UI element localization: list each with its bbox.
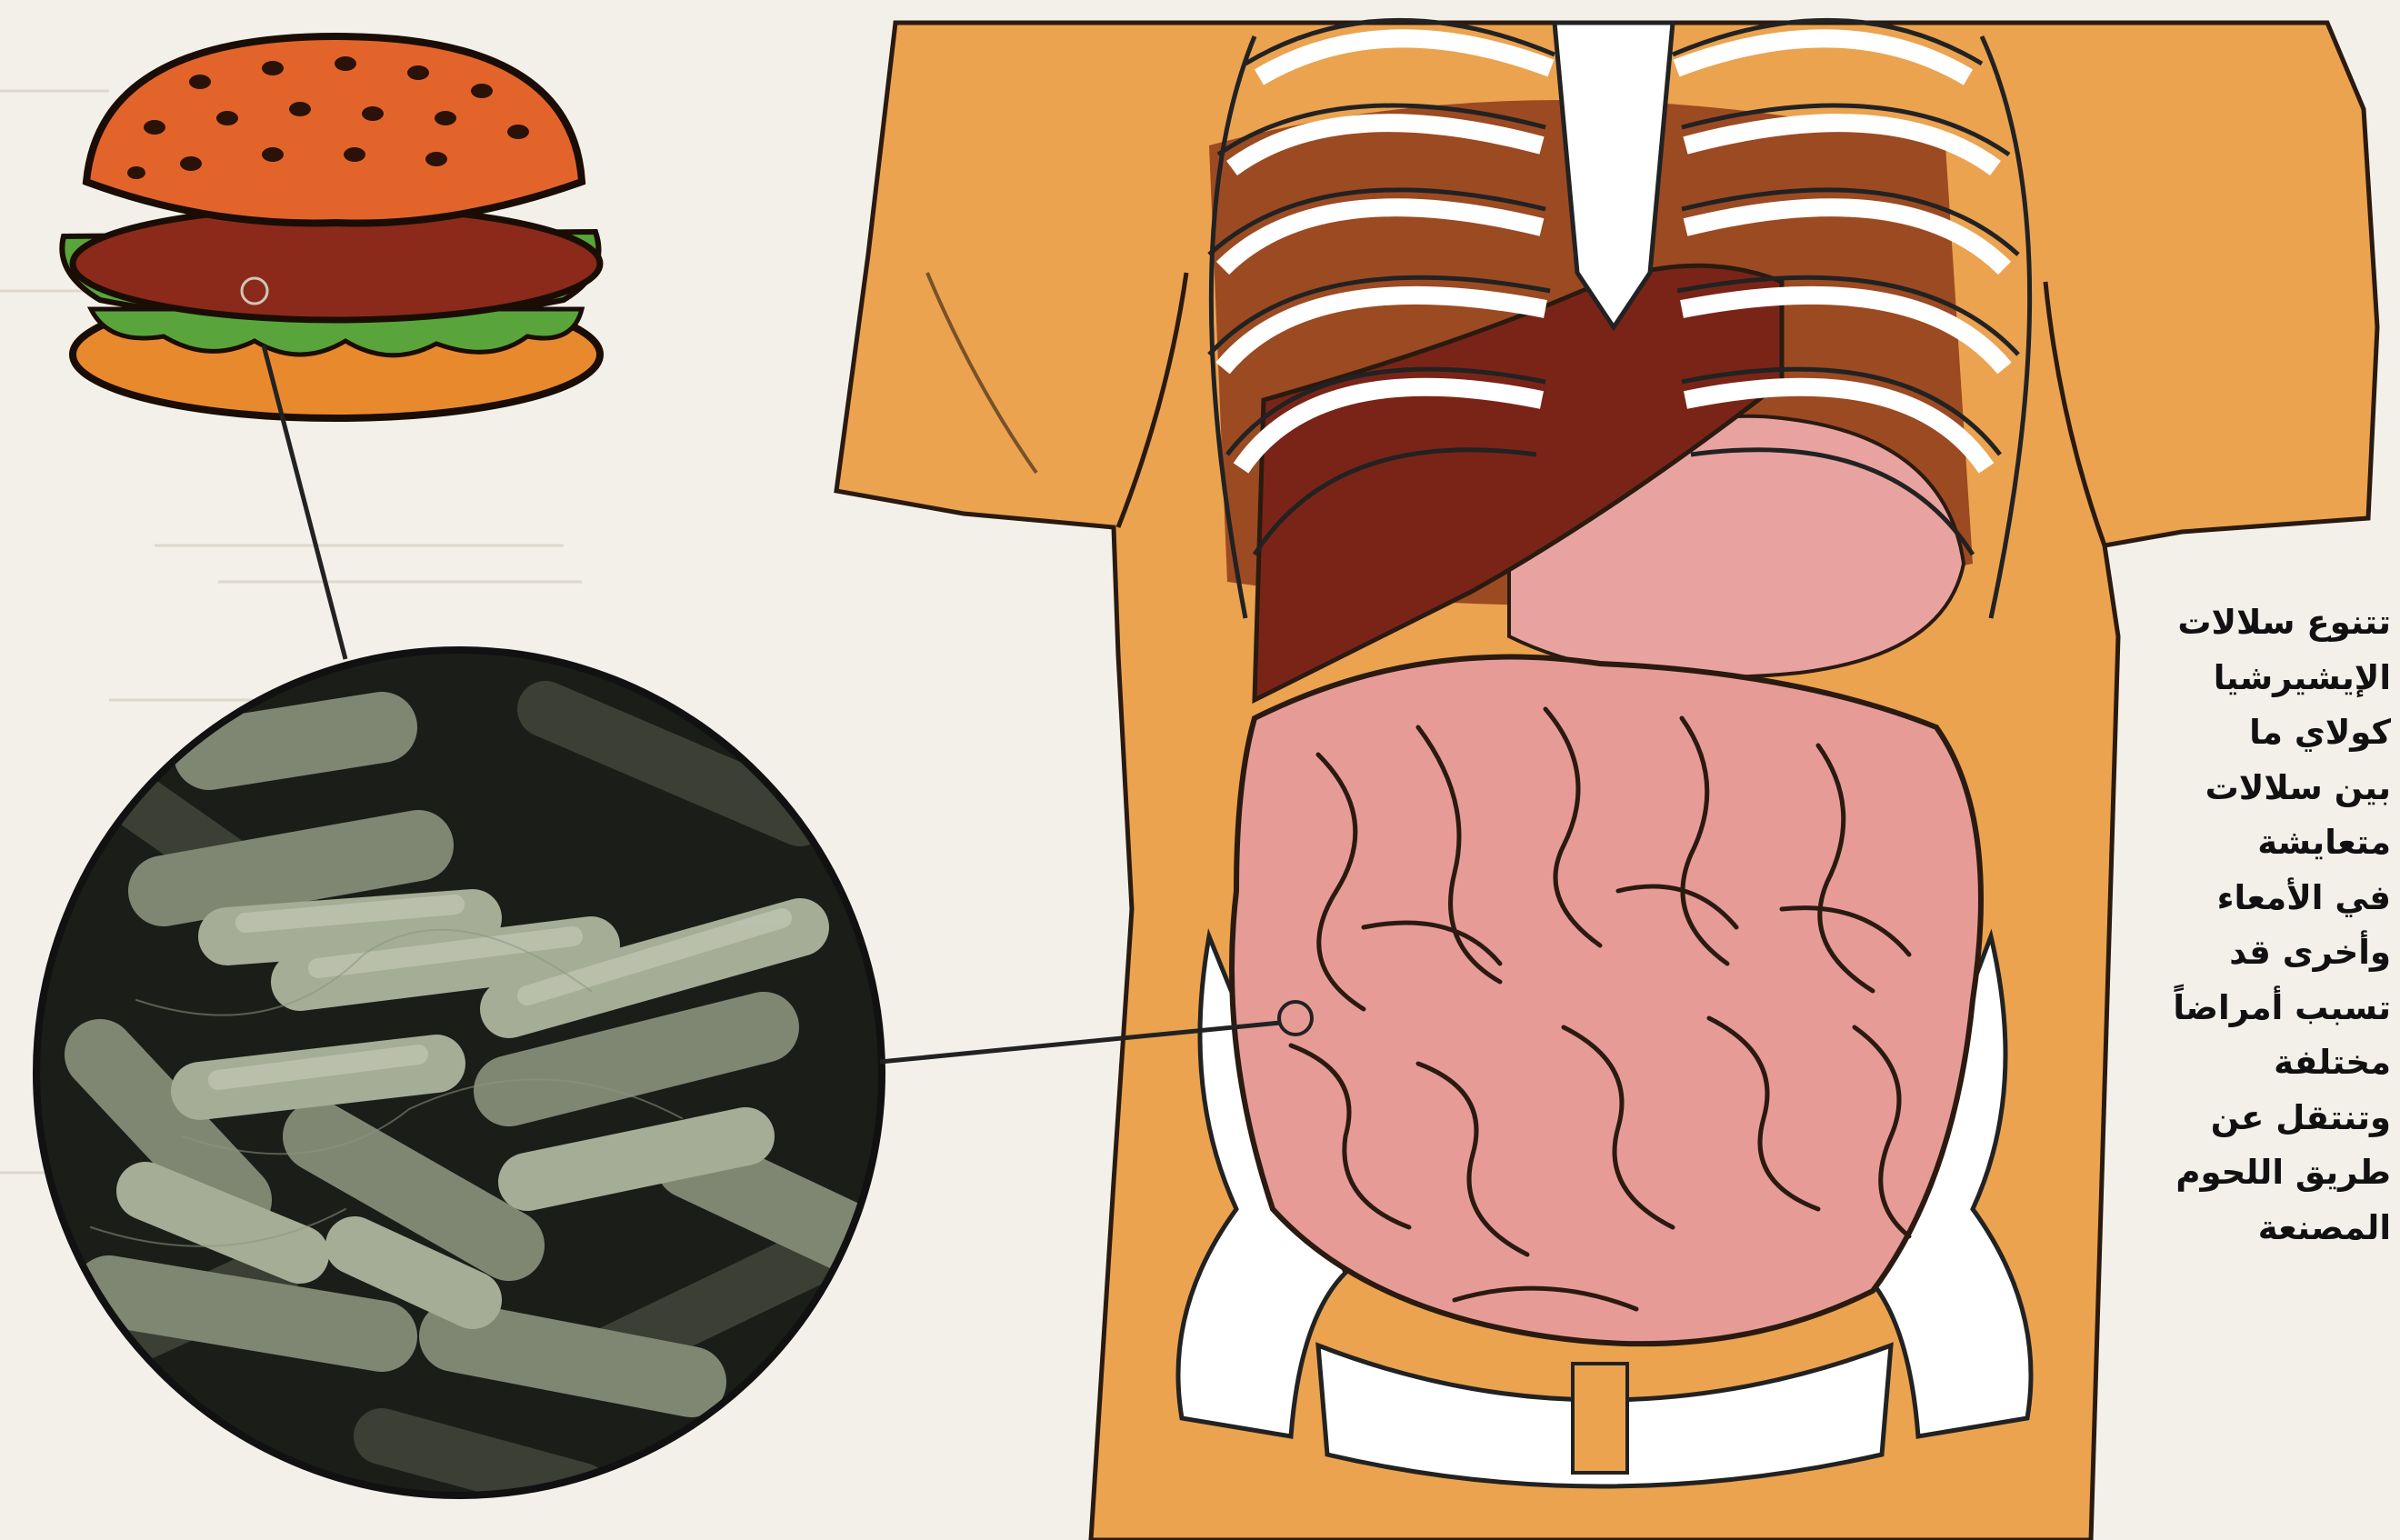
caption-text: تتنوع سلالات الإيشيرشيا كولاي ما بين سلا… [2073, 595, 2391, 1255]
caption-line: وأخرى قد [2073, 925, 2391, 981]
caption-line: تسبب أمراضاً [2073, 981, 2391, 1036]
caption-line: وتنتقل عن [2073, 1091, 2391, 1146]
caption-line: المصنعة [2073, 1201, 2391, 1256]
bacteria-micrograph [36, 650, 882, 1495]
caption-line: متعايشة [2073, 815, 2391, 871]
caption-line: في الأمعاء [2073, 871, 2391, 926]
caption-line: طريق اللحوم [2073, 1145, 2391, 1201]
caption-line: الإيشيرشيا [2073, 651, 2391, 706]
caption-line: بين سلالات [2073, 761, 2391, 816]
caption-line: كولاي ما [2073, 705, 2391, 761]
burger-icon [62, 36, 600, 418]
caption-line: مختلفة [2073, 1035, 2391, 1091]
small-intestine [1232, 657, 1981, 1345]
caption-line: تتنوع سلالات [2073, 595, 2391, 651]
